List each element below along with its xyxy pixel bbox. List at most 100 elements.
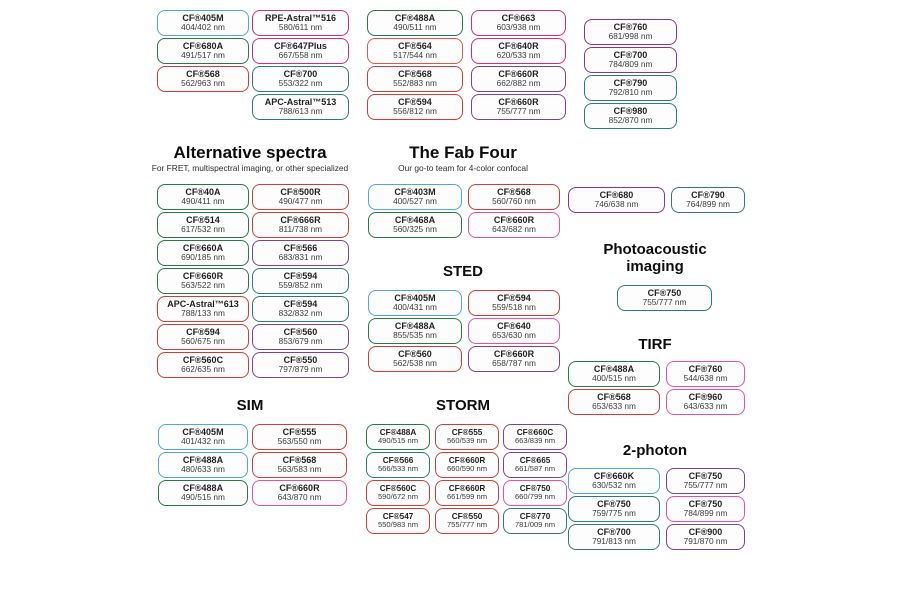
dye-wavelengths: 660/799 nm: [514, 492, 556, 502]
dye-name: CF®488A: [394, 321, 436, 332]
dye-wavelengths: 681/998 nm: [608, 31, 653, 42]
dye-wavelengths: 667/558 nm: [278, 50, 323, 61]
dye-name: CF®488A: [593, 364, 635, 375]
dye-name: CF®555: [451, 427, 483, 437]
dye-name: CF®405M: [182, 13, 224, 24]
dye-name: CF®594: [283, 299, 318, 310]
section-title: 2-photon: [622, 442, 688, 459]
dye-name: CF®770: [519, 511, 551, 521]
dye-name: CF®750: [647, 288, 682, 299]
dye-wavelengths: 552/883 nm: [393, 78, 437, 89]
dye-name: CF®900: [688, 527, 723, 538]
dye-name: APC-Astral™513: [264, 97, 337, 108]
section-title: SIM: [236, 397, 264, 414]
dye-name: CF®700: [283, 69, 318, 80]
dye-name: CF®640R: [498, 41, 539, 52]
dye-name: APC-Astral™613: [167, 299, 239, 310]
dye-wavelengths: 661/599 nm: [446, 492, 488, 502]
dye-name: CF®594: [283, 271, 318, 282]
section-heading-storm: STORM: [363, 397, 563, 415]
dye-wavelengths: 550/983 nm: [377, 520, 419, 530]
dye-wavelengths: 755/777 nm: [683, 480, 728, 491]
dye-name: CF®568: [186, 69, 220, 80]
dye-wavelengths: 811/738 nm: [278, 224, 323, 235]
dye-wavelengths: 490/511 nm: [393, 22, 437, 33]
dye-wavelengths: 566/533 nm: [377, 464, 419, 474]
dye-wavelengths: 781/009 nm: [514, 520, 556, 530]
dye-name: CF®750: [519, 483, 551, 493]
dye-wavelengths: 683/831 nm: [278, 252, 323, 263]
dye-wavelengths: 643/682 nm: [492, 224, 536, 235]
dye-name: CF®660K: [593, 471, 635, 482]
dye-wavelengths: 797/879 nm: [278, 364, 323, 375]
dye-wavelengths: 563/550 nm: [277, 436, 322, 447]
dye-name: CF®660R: [498, 69, 539, 80]
dye-wavelengths: 617/532 nm: [181, 224, 225, 235]
dye-name: CF®660R: [498, 97, 539, 108]
dye-wavelengths: 791/870 nm: [683, 536, 728, 547]
dye-name: CF®566: [283, 243, 318, 254]
dye-name: CF®568: [497, 187, 531, 198]
dye-name: CF®660R: [182, 271, 224, 282]
dye-name: CF®560C: [182, 355, 224, 366]
section-heading-alternative-spectra: Alternative spectra For FRET, multispect…: [150, 144, 350, 173]
dye-name: CF®488A: [379, 427, 417, 437]
dye-name: CF®960: [688, 392, 723, 403]
dye-name: CF®514: [186, 215, 220, 226]
dye-wavelengths: 660/590 nm: [446, 464, 488, 474]
dye-name: CF®760: [688, 364, 723, 375]
dye-wavelengths: 690/185 nm: [181, 252, 225, 263]
dye-wavelengths: 653/633 nm: [592, 401, 636, 412]
dye-name: CF®663: [501, 13, 536, 24]
dye-wavelengths: 832/832 nm: [278, 308, 323, 319]
dye-name: CF®980: [613, 106, 648, 117]
dye-wavelengths: 563/522 nm: [181, 280, 225, 291]
dye-name: CF®594: [186, 327, 220, 338]
section-heading-sted: STED: [363, 263, 563, 281]
dye-name: CF®700: [613, 50, 648, 61]
dye-wavelengths: 559/518 nm: [492, 302, 536, 313]
dye-name: CF®750: [688, 471, 723, 482]
dye-wavelengths: 400/515 nm: [592, 373, 636, 384]
section-title: STORM: [436, 397, 490, 414]
section-title: STED: [442, 263, 483, 280]
